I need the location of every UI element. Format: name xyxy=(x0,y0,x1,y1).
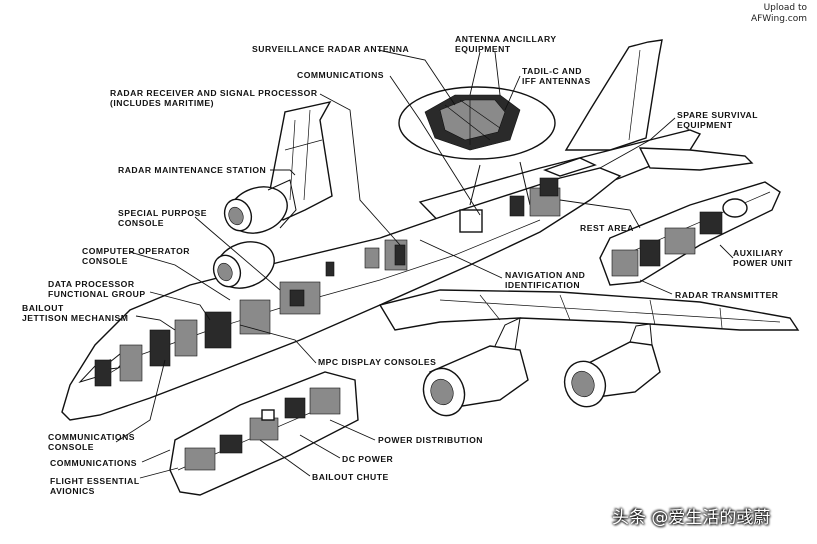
label-line: ANTENNA ANCILLARY xyxy=(455,34,557,44)
label-line: IFF ANTENNAS xyxy=(522,76,591,86)
left-stabilizer xyxy=(542,157,597,177)
label-line: EQUIPMENT xyxy=(677,120,733,130)
label-navigation: NAVIGATION AND IDENTIFICATION xyxy=(505,270,585,290)
label-bailout-jettison: BAILOUT JETTISON MECHANISM xyxy=(22,303,128,323)
label-line: EQUIPMENT xyxy=(455,44,511,54)
label-computer-operator: COMPUTER OPERATOR CONSOLE xyxy=(82,246,190,266)
label-line: COMMUNICATIONS xyxy=(48,432,136,442)
label-line: SPARE SURVIVAL xyxy=(677,110,759,120)
label-line: JETTISON MECHANISM xyxy=(22,313,129,323)
horizontal-stabilizer xyxy=(638,147,754,171)
left-wing xyxy=(269,100,333,221)
label-communications-top: COMMUNICATIONS xyxy=(297,70,385,80)
label-line: (INCLUDES MARITIME) xyxy=(110,98,215,108)
label-bailout-chute: BAILOUT CHUTE xyxy=(312,472,389,482)
label-communications-bottom: COMMUNICATIONS xyxy=(50,458,138,468)
label-line: SPECIAL PURPOSE xyxy=(118,208,208,218)
right-wing-panel-lines xyxy=(439,294,781,329)
label-auxiliary-power: AUXILIARY POWER UNIT xyxy=(733,248,793,268)
engine-left-outer xyxy=(223,179,297,234)
label-line: FUNCTIONAL GROUP xyxy=(48,289,146,299)
label-line: TADIL-C AND xyxy=(522,66,582,76)
engine-right-outer xyxy=(563,323,661,408)
label-line: CONSOLE xyxy=(82,256,128,266)
label-flight-essential: FLIGHT ESSENTIAL AVIONICS xyxy=(50,476,140,496)
label-radar-transmitter: RADAR TRANSMITTER xyxy=(675,290,779,300)
label-surveillance-radar-antenna: SURVEILLANCE RADAR ANTENNA xyxy=(252,44,410,54)
label-communications-console: COMMUNICATIONS CONSOLE xyxy=(48,432,135,452)
forward-lower-compartment xyxy=(169,371,359,496)
label-power-distribution: POWER DISTRIBUTION xyxy=(378,435,483,445)
label-line: DATA PROCESSOR xyxy=(48,279,135,289)
label-line: FLIGHT ESSENTIAL xyxy=(50,476,140,486)
label-line: CONSOLE xyxy=(48,442,94,452)
label-line: COMPUTER OPERATOR xyxy=(82,246,190,256)
label-line: IDENTIFICATION xyxy=(505,280,581,290)
author-credit: 头条 @爱生活的彧蔚 xyxy=(612,508,771,528)
label-special-purpose: SPECIAL PURPOSE CONSOLE xyxy=(118,208,207,228)
aft-lower-compartment xyxy=(599,181,781,286)
label-line: RADAR RECEIVER AND SIGNAL PROCESSOR xyxy=(110,88,318,98)
label-radar-receiver: RADAR RECEIVER AND SIGNAL PROCESSOR (INC… xyxy=(110,88,318,108)
engine-left-inner xyxy=(212,241,275,289)
engine-right-inner xyxy=(422,317,529,417)
watermark: Upload to AFWing.com xyxy=(751,3,807,25)
label-line: AUXILIARY xyxy=(733,248,784,258)
label-tadil-iff: TADIL-C AND IFF ANTENNAS xyxy=(522,66,591,86)
label-antenna-ancillary-equipment: ANTENNA ANCILLARY EQUIPMENT xyxy=(455,34,557,54)
label-data-processor: DATA PROCESSOR FUNCTIONAL GROUP xyxy=(48,279,146,299)
rotodome xyxy=(398,86,556,206)
label-line: NAVIGATION AND xyxy=(505,270,586,280)
label-spare-survival: SPARE SURVIVAL EQUIPMENT xyxy=(677,110,758,130)
label-mpc-display: MPC DISPLAY CONSOLES xyxy=(318,357,437,367)
leader-lines xyxy=(115,49,734,479)
cabin-equipment xyxy=(94,177,561,387)
vertical-tail-fin xyxy=(564,39,663,151)
label-radar-maintenance: RADAR MAINTENANCE STATION xyxy=(118,165,267,175)
label-line: POWER UNIT xyxy=(733,258,793,268)
tail-fin-rudder-line xyxy=(628,49,641,141)
watermark-line2: AFWing.com xyxy=(750,14,807,24)
label-line: AVIONICS xyxy=(50,486,95,496)
label-line: BAILOUT xyxy=(22,303,64,313)
watermark-line1: Upload to xyxy=(763,3,807,13)
right-wing xyxy=(378,289,800,331)
label-rest-area: REST AREA xyxy=(580,223,634,233)
label-dc-power: DC POWER xyxy=(342,454,394,464)
label-line: CONSOLE xyxy=(118,218,164,228)
